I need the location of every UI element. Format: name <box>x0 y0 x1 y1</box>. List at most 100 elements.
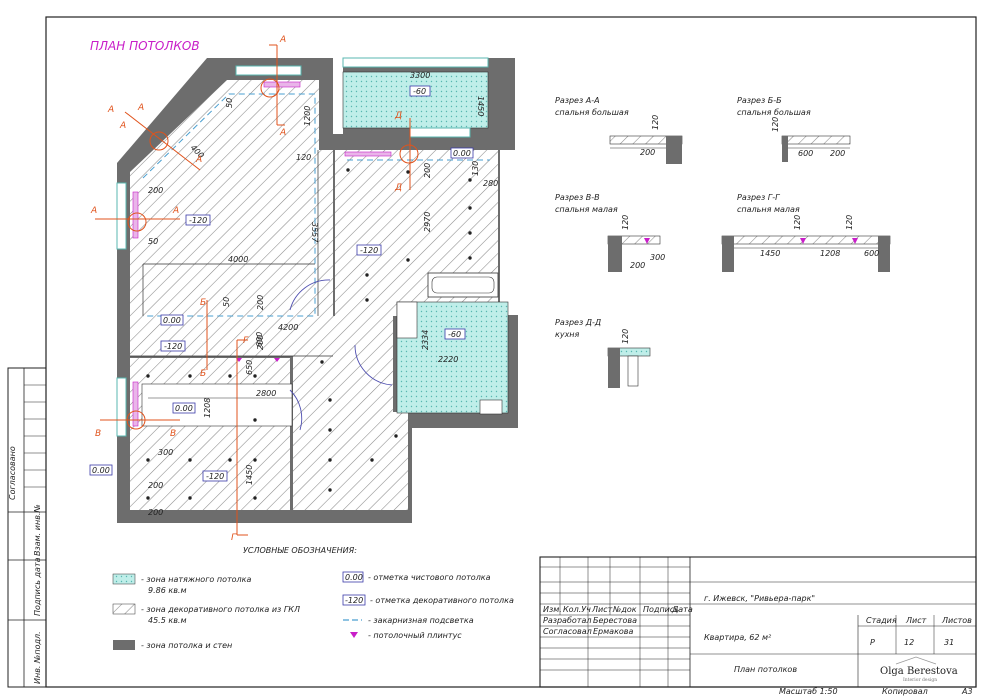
svg-text:2800: 2800 <box>256 389 276 398</box>
section-vv-room: спальня малая <box>555 205 618 214</box>
svg-text:600: 600 <box>255 332 264 347</box>
svg-text:200: 200 <box>148 508 163 517</box>
svg-text:- отметка чистового потолка: - отметка чистового потолка <box>368 573 491 582</box>
svg-text:№док: №док <box>612 605 637 614</box>
svg-text:A: A <box>279 35 286 45</box>
svg-text:4000: 4000 <box>228 255 248 264</box>
svg-text:В: В <box>170 429 176 439</box>
svg-text:200: 200 <box>423 163 432 178</box>
svg-text:Изм.: Изм. <box>543 605 562 614</box>
svg-text:45.5 кв.м: 45.5 кв.м <box>148 616 186 625</box>
level-stretch-kitchen: -60 <box>448 330 461 339</box>
svg-text:300: 300 <box>158 448 173 457</box>
svg-text:Разработал: Разработал <box>543 616 591 625</box>
svg-text:Г: Г <box>243 336 249 346</box>
svg-text:200: 200 <box>148 481 163 490</box>
level-deco-living: -120 <box>360 246 378 255</box>
svg-text:2334: 2334 <box>421 330 430 350</box>
stamp-stage: Р <box>870 638 875 647</box>
level-stretch-top: -60 <box>413 87 426 96</box>
side-label-inv: Инв. №подл. <box>33 631 42 684</box>
footer-copied: Копировал <box>882 687 928 696</box>
svg-text:Б: Б <box>200 369 206 379</box>
side-strip: Согласовано Взам. инв.№ Подпись дата Инв… <box>7 367 47 688</box>
svg-text:600: 600 <box>864 249 879 258</box>
svg-text:A: A <box>279 128 286 138</box>
footer-scale: Масштаб 1:50 <box>779 687 838 696</box>
svg-text:200: 200 <box>148 186 163 195</box>
level-clean-living: 0.00 <box>453 149 471 158</box>
svg-text:650: 650 <box>245 360 254 375</box>
section-gg-title: Разрез Г-Г <box>737 193 780 202</box>
svg-text:200: 200 <box>630 261 645 270</box>
stamp-sheet-name: План потолков <box>734 665 797 674</box>
footer-format: А3 <box>961 687 973 696</box>
svg-text:1450: 1450 <box>245 465 254 485</box>
stamp-object: Квартира, 62 м² <box>704 633 772 642</box>
svg-text:120: 120 <box>621 215 630 230</box>
svg-text:120: 120 <box>845 215 854 230</box>
bathtub <box>427 272 499 298</box>
svg-text:- зона потолка и стен: - зона потолка и стен <box>141 641 232 650</box>
svg-text:Стадия: Стадия <box>866 616 897 625</box>
svg-text:200: 200 <box>256 295 265 310</box>
svg-text:- закарнизная подсветка: - закарнизная подсветка <box>368 616 474 625</box>
level-clean-small: 0.00 <box>175 404 193 413</box>
level-clean-strip: 0.00 <box>163 316 181 325</box>
svg-text:- зона декоративного потолка и: - зона декоративного потолка из ГКЛ <box>141 605 300 614</box>
side-label-soglasovano: Согласовано <box>8 446 17 500</box>
svg-text:Берестова: Берестова <box>593 616 637 625</box>
svg-text:Д: Д <box>394 183 402 193</box>
svg-text:200: 200 <box>830 149 845 158</box>
logo: Olga Berestova Interior design <box>880 656 958 683</box>
section-bb-room: спальня большая <box>737 108 811 117</box>
title-block <box>539 556 977 688</box>
level-deco-strip: -120 <box>164 342 182 351</box>
svg-text:Б: Б <box>200 298 206 308</box>
svg-text:1208: 1208 <box>203 398 212 418</box>
level-deco-bedroom: -120 <box>189 216 207 225</box>
room-bedroom-small <box>130 358 290 510</box>
plan-title: ПЛАН ПОТОЛКОВ <box>90 39 200 53</box>
svg-text:Ермакова: Ермакова <box>593 627 634 636</box>
legend: УСЛОВНЫЕ ОБОЗНАЧЕНИЯ: - зона натяжного п… <box>112 546 514 650</box>
svg-text:Подпись: Подпись <box>643 605 679 614</box>
svg-text:Д: Д <box>394 111 402 121</box>
stamp-sheet-no: 12 <box>904 638 914 647</box>
svg-text:120: 120 <box>771 117 780 132</box>
side-label-podpis: Подпись дата <box>33 557 42 616</box>
svg-text:1450: 1450 <box>476 96 485 116</box>
svg-text:3300: 3300 <box>410 71 430 80</box>
svg-text:A: A <box>137 103 144 113</box>
svg-text:200: 200 <box>640 148 655 157</box>
room-bedroom-large <box>130 80 333 332</box>
svg-text:Дата: Дата <box>671 605 693 614</box>
side-label-vzam: Взам. инв.№ <box>33 504 42 556</box>
stamp-city: г. Ижевск, "Ривьера-парк" <box>704 594 815 603</box>
svg-text:120: 120 <box>296 153 311 162</box>
svg-text:200: 200 <box>256 335 265 350</box>
level-deco-small: -120 <box>206 472 224 481</box>
sections: Разрез А-А спальня большая 120 200 Разре… <box>555 96 891 388</box>
section-vv-title: Разрез В-В <box>555 193 600 202</box>
svg-text:- отметка декоративного потолк: - отметка декоративного потолка <box>370 596 514 605</box>
svg-text:A: A <box>90 206 97 216</box>
room-stretch-top <box>342 71 489 129</box>
svg-text:A: A <box>172 206 179 216</box>
svg-text:Лист: Лист <box>591 605 613 614</box>
svg-text:1208: 1208 <box>820 249 840 258</box>
svg-text:50: 50 <box>222 297 231 307</box>
svg-text:0.00: 0.00 <box>345 573 363 582</box>
svg-text:A: A <box>195 155 202 165</box>
svg-text:Г: Г <box>231 533 237 543</box>
level-clean-outer: 0.00 <box>92 466 110 475</box>
svg-text:Листов: Листов <box>941 616 972 625</box>
svg-text:120: 120 <box>621 329 630 344</box>
svg-text:A: A <box>119 121 126 131</box>
svg-text:50: 50 <box>225 98 234 108</box>
svg-text:120: 120 <box>651 115 660 130</box>
section-aa-title: Разрез А-А <box>555 96 600 105</box>
svg-text:4200: 4200 <box>278 323 298 332</box>
svg-text:-120: -120 <box>345 596 363 605</box>
svg-text:9.86 кв.м: 9.86 кв.м <box>148 586 186 595</box>
